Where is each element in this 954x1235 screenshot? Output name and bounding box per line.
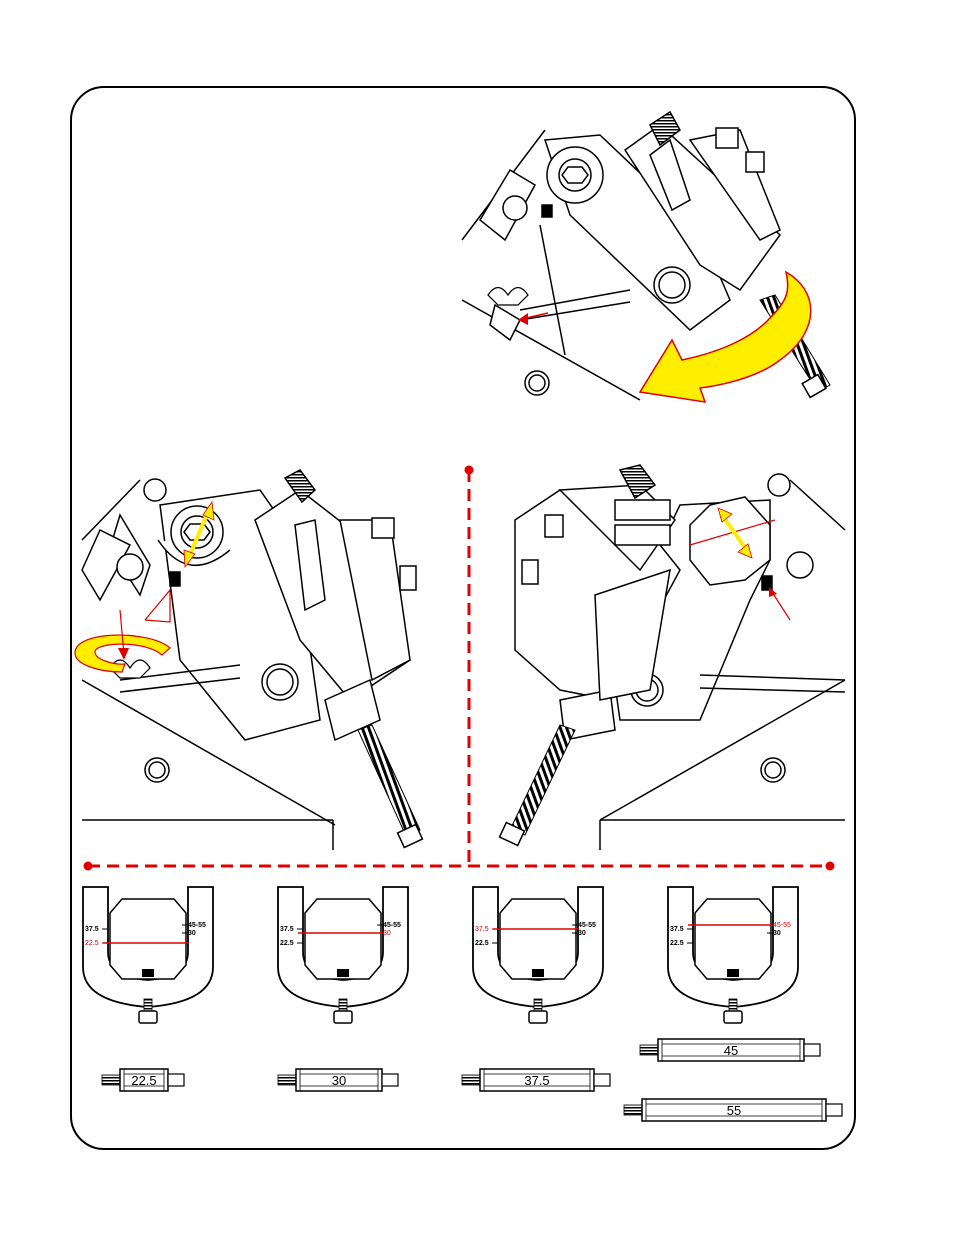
red-pointer-arrow (518, 313, 528, 325)
red-pointer-arrow (771, 591, 791, 621)
spacer-rod-37.5: 37.5 (461, 1068, 611, 1092)
spacer-rod-label: 45 (724, 1043, 738, 1058)
left-view-machine (81, 469, 417, 850)
scale-label-right: 30 (773, 930, 781, 937)
scale-label-right: 45-55 (188, 922, 206, 929)
instruction-frame (70, 86, 856, 1150)
scale-label-left: 22.5 (85, 940, 99, 947)
red-pointer-arrow (144, 588, 171, 623)
spacer-rod-label: 55 (727, 1103, 741, 1118)
scale-label-right: 45-55 (383, 922, 401, 929)
top-view-machine (461, 110, 782, 401)
scale-label-right: 45-55 (578, 922, 596, 929)
section-divider (83, 465, 835, 871)
scale-label-left: 22.5 (475, 940, 489, 947)
scale-label-left: 37.5 (670, 926, 684, 933)
scale-label-right: 45-55 (773, 922, 791, 929)
right-view-threaded-rod (509, 724, 576, 836)
scale-label-left: 37.5 (85, 926, 99, 933)
spacer-rod-30: 30 (277, 1068, 399, 1092)
yellow-circular-arrow-icon (74, 634, 171, 673)
yellow-adjust-arrow-icon (720, 513, 750, 554)
spacer-rods: 22.5 30 37.5 45 55 (101, 1038, 843, 1122)
spacer-rod-label: 37.5 (524, 1073, 549, 1088)
scale-label-left: 37.5 (475, 926, 489, 933)
spacer-rod-label: 22.5 (131, 1073, 156, 1088)
spacer-rod-55: 55 (623, 1098, 843, 1122)
right-view-machine (514, 464, 846, 850)
scale-label-left: 22.5 (280, 940, 294, 947)
spacer-rod-label: 30 (332, 1073, 346, 1088)
scale-label-right: 30 (383, 930, 391, 937)
wing-nut-icon (487, 286, 529, 306)
spacer-rod-45: 45 (639, 1038, 821, 1062)
scale-label-left: 22.5 (670, 940, 684, 947)
spacer-rod-22.5: 22.5 (101, 1068, 185, 1092)
left-view-threaded-rod (357, 724, 421, 837)
scale-label-right: 30 (578, 930, 586, 937)
scale-label-left: 37.5 (280, 926, 294, 933)
bracket-diagrams: 37.522.545-553037.522.545-553037.522.545… (82, 886, 799, 1024)
yellow-rotate-arrow-icon (638, 270, 812, 403)
scale-label-right: 30 (188, 930, 196, 937)
